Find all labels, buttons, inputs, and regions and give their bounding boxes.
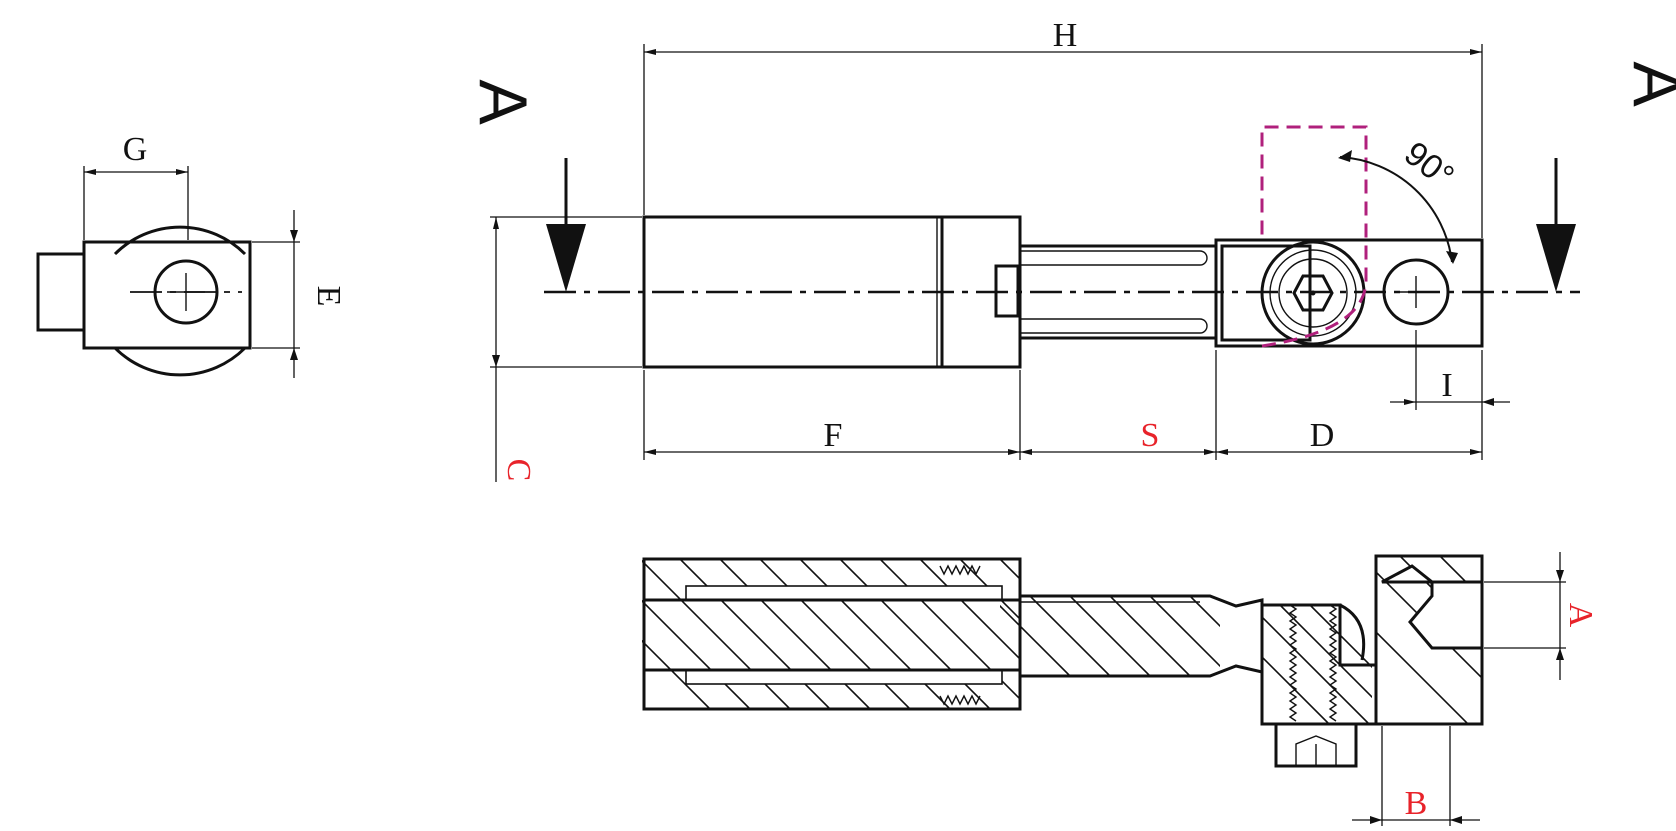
swing-clearance-outline <box>1260 125 1368 348</box>
dim-label-h: H <box>1053 17 1078 54</box>
section-arrow-right <box>1536 158 1576 292</box>
dim-i <box>1390 330 1510 410</box>
dim-label-g: G <box>123 131 148 168</box>
dim-label-s: S <box>1141 417 1160 454</box>
dim-label-d: D <box>1310 417 1335 454</box>
dim-label-e: E <box>310 286 347 307</box>
dim-h <box>643 44 1483 238</box>
dim-label-i: I <box>1441 367 1452 404</box>
dim-label-c: C <box>500 459 537 482</box>
dim-fsd <box>643 350 1483 460</box>
end-view-body <box>82 240 252 350</box>
end-view <box>36 166 300 378</box>
section-marker-left: A <box>465 79 541 125</box>
section-marker-right: A <box>1619 61 1676 107</box>
section-view <box>642 552 1566 826</box>
section-arrow-left <box>546 158 586 292</box>
angle-arc <box>1339 156 1453 263</box>
dim-c <box>490 216 642 482</box>
dim-label-a: A <box>1562 603 1599 628</box>
angle-label: 90° <box>1397 134 1461 196</box>
dim-label-b: B <box>1405 785 1428 822</box>
dim-label-f: F <box>824 417 843 454</box>
side-view <box>544 215 1580 369</box>
